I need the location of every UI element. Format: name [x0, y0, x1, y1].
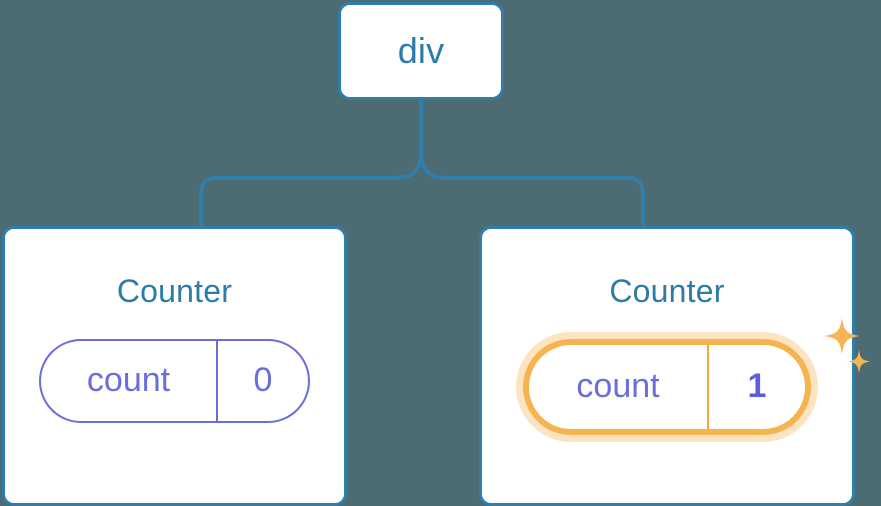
- connector-branch-right: [419, 151, 645, 226]
- state-pill-key: count: [576, 367, 660, 405]
- state-pill-value: 1: [707, 345, 805, 429]
- component-title: Counter: [116, 273, 233, 309]
- connector-branch-left: [199, 151, 423, 226]
- sparkle-small-icon: [847, 350, 871, 373]
- root-node-label: div: [397, 30, 445, 71]
- component-card-counter-left[interactable]: Counter count 0: [2, 226, 347, 506]
- state-pill-value: 0: [216, 341, 308, 421]
- component-title: Counter: [609, 273, 725, 309]
- state-pill-wrapper-highlighted: count 1: [523, 318, 871, 435]
- state-pill-wrapper: count 0: [39, 339, 310, 423]
- state-pill-highlighted[interactable]: count 1: [523, 339, 811, 435]
- state-pill[interactable]: count 0: [39, 339, 310, 423]
- sparkles-group: [824, 318, 871, 373]
- sparkle-large-icon: [824, 318, 860, 354]
- component-card-counter-right[interactable]: Counter count 1: [479, 226, 871, 506]
- root-node-div[interactable]: div: [338, 2, 504, 100]
- state-pill-key: count: [86, 361, 171, 399]
